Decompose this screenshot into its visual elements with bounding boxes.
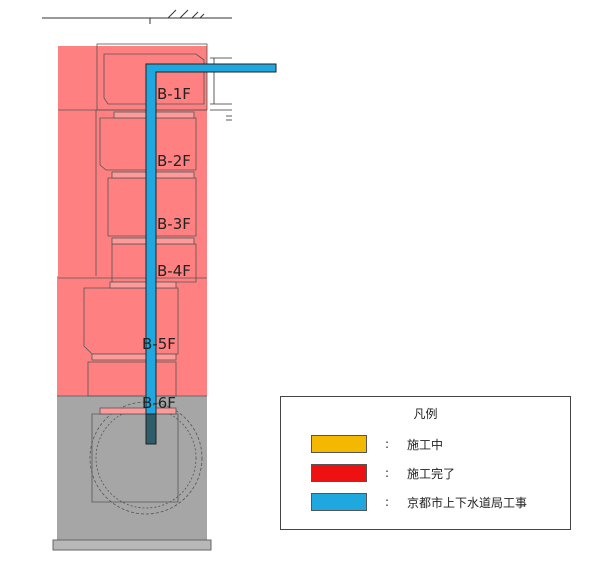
floor-label-b4: B-4F [157, 262, 191, 280]
legend-label-in-progress: 施工中 [407, 437, 444, 452]
legend-label-completed: 施工完了 [407, 466, 456, 481]
floor-label-b5: B-5F [142, 335, 176, 353]
dimension-marks [210, 57, 232, 121]
floor-label-b6: B-6F [142, 394, 176, 412]
water-works-pipe [145, 63, 277, 445]
legend: 凡例 : 施工中 : 施工完了 : 京都市上下水道局工事 [280, 396, 571, 530]
floor-label-b2: B-2F [157, 152, 191, 170]
legend-item-water-works: : 京都市上下水道局工事 [311, 491, 527, 513]
legend-colon: : [385, 466, 390, 480]
legend-swatch-water-works [311, 493, 367, 511]
floor-labels: B-1F B-2F B-3F B-4F B-5F B-6F [142, 85, 191, 412]
legend-colon: : [385, 495, 390, 509]
legend-item-completed: : 施工完了 [311, 462, 455, 484]
legend-label-water-works: 京都市上下水道局工事 [407, 495, 528, 510]
ground-surface [42, 9, 232, 24]
legend-title: 凡例 [413, 407, 438, 421]
legend-colon: : [385, 437, 390, 451]
unexcavated-lower-section [57, 396, 207, 541]
legend-item-in-progress: : 施工中 [311, 433, 443, 455]
legend-swatch-completed [311, 464, 367, 482]
legend-swatch-in-progress [311, 435, 367, 453]
completed-excavation-area [57, 46, 207, 396]
floor-label-b3: B-3F [157, 215, 191, 233]
base-slab [52, 539, 212, 551]
floor-label-b1: B-1F [157, 85, 191, 103]
